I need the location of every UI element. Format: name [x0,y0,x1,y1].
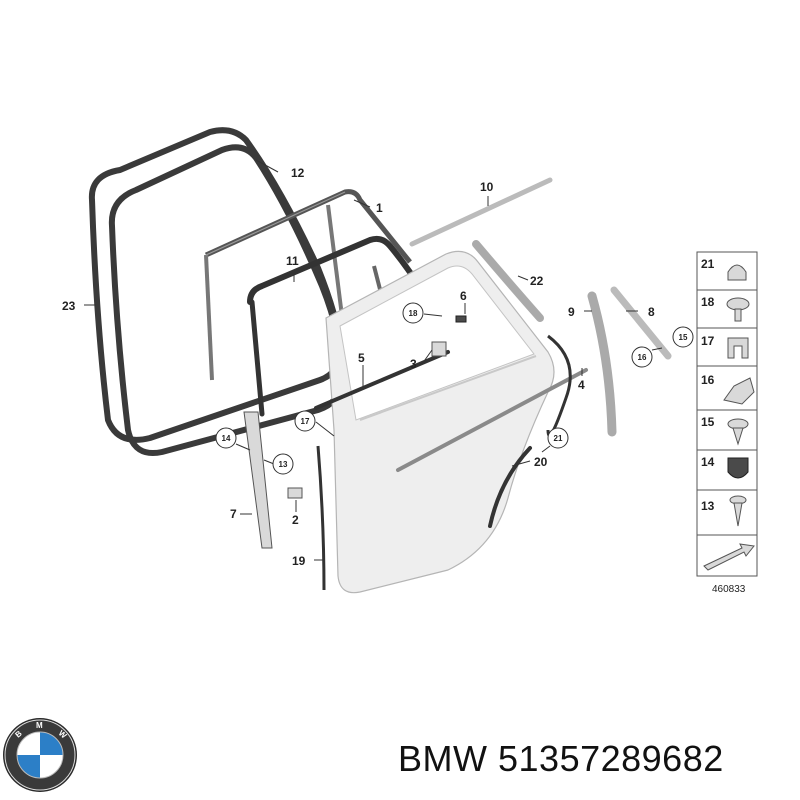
brand-name: BMW [398,738,488,779]
pillar-trim-22 [472,240,544,322]
callout-20: 20 [534,455,548,469]
callout-13: 13 [279,460,288,469]
svg-text:W: W [57,729,69,741]
fastener-legend: 21 18 17 16 15 14 13 460833 [696,251,758,595]
leader-lines [84,159,663,561]
callout-17: 17 [301,417,310,426]
svg-text:B: B [14,729,24,740]
svg-text:M: M [36,721,43,730]
legend-icon-17 [727,337,749,359]
legend-icon-18 [726,297,750,311]
callout-11: 11 [286,254,299,268]
legend-item-13: 13 [701,499,715,513]
callout-3: 3 [410,357,417,371]
callout-21: 21 [554,434,563,443]
legend-arrow-icon [703,543,755,571]
callout-10: 10 [480,180,494,194]
callout-12: 12 [291,166,305,180]
callout-18: 18 [409,309,418,318]
part-caption: BMW 51357289682 [398,738,724,780]
legend-item-15: 15 [701,415,715,429]
callout-15: 15 [679,333,688,342]
callout-16: 16 [638,353,647,362]
edge-seal-19 [316,445,326,591]
callout-1: 1 [376,201,383,215]
clip-2 [287,487,303,499]
circled-callouts: 18 17 14 13 21 15 16 [215,302,694,475]
callout-6: 6 [460,289,467,303]
callout-23: 23 [62,299,76,313]
bracket-3 [431,341,447,357]
callout-19: 19 [292,554,306,568]
door-panel [325,250,588,594]
legend-item-14: 14 [701,455,715,469]
legend-item-21: 21 [701,257,715,271]
legend-item-18: 18 [701,295,715,309]
callout-8: 8 [648,305,655,319]
callout-5: 5 [358,351,365,365]
callout-4: 4 [578,378,585,392]
callout-7: 7 [230,507,237,521]
clip-6 [455,315,467,323]
trim-strip-10 [409,177,553,247]
seal-12 [108,144,345,456]
bmw-logo: B M W [3,718,77,792]
trim-8 [610,286,672,360]
legend-icon-16 [723,377,755,405]
pillar-cover-7 [243,411,273,549]
legend-item-16: 16 [701,373,715,387]
diagram-reference-code: 460833 [712,584,746,595]
trim-9 [587,291,617,437]
callout-22: 22 [530,274,544,288]
callout-14: 14 [222,434,231,443]
callout-9: 9 [568,305,575,319]
legend-icon-21 [727,264,747,281]
lower-seal-20 [488,446,532,528]
belt-strip-5 [314,350,450,410]
part-number: 51357289682 [498,738,724,779]
callout-2: 2 [292,513,299,527]
legend-item-17: 17 [701,334,715,348]
callout-labels: 12 1 10 23 11 22 6 5 3 9 4 8 20 7 2 19 [62,166,655,568]
legend-icon-14 [727,457,749,479]
